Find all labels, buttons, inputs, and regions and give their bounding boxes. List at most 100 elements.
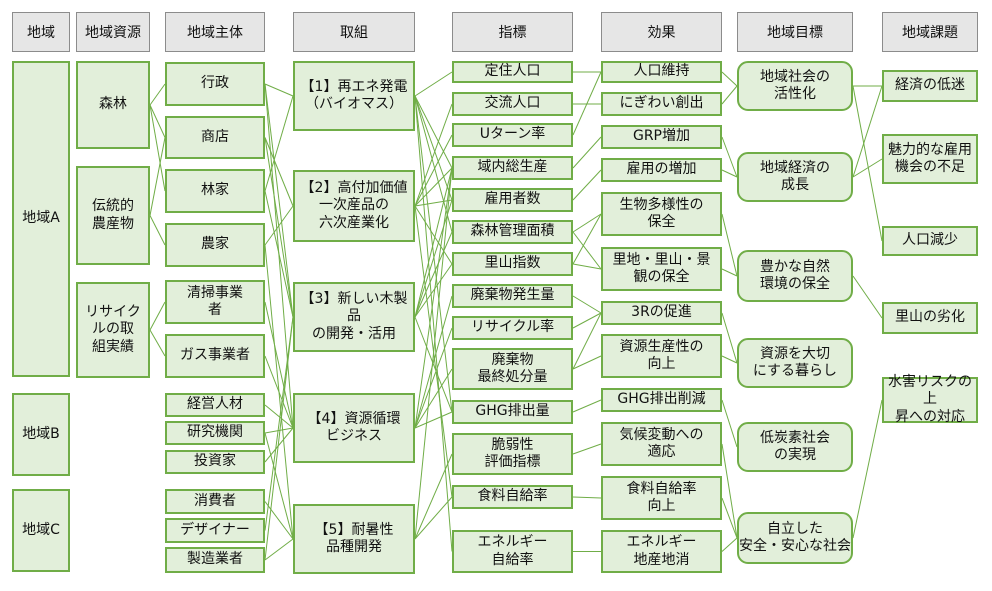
connector-line [414, 95, 453, 413]
indicator-food-self-sufficiency: 食料自給率 [452, 485, 573, 509]
issue-flood-risk: 水害リスクの上 昇への対応 [882, 374, 978, 425]
connector-line [721, 443, 738, 539]
actor-government: 行政 [165, 62, 265, 106]
header-initiatives: 取組 [293, 12, 415, 52]
effect-resource-productivity: 資源生産性の 向上 [601, 334, 722, 378]
connector-line [721, 268, 738, 277]
goal-nature-conservation: 豊かな自然 環境の保全 [737, 250, 853, 302]
region-a: 地域A [12, 61, 70, 377]
resource-traditional-crops: 伝統的 農産物 [76, 166, 150, 265]
actor-research: 研究機関 [165, 421, 265, 445]
initiative-4: 【4】資源循環 ビジネス [293, 393, 415, 463]
indicator-uturn-rate: Uターン率 [452, 123, 573, 147]
header-resources: 地域資源 [76, 12, 150, 52]
connector-line [149, 104, 166, 138]
connector-line [572, 312, 602, 370]
connector-line [414, 231, 453, 318]
connector-line [264, 355, 294, 429]
indicator-grp: 域内総生産 [452, 156, 573, 180]
effect-climate-adaptation: 気候変動への 適応 [601, 422, 722, 466]
connector-line [572, 295, 602, 314]
issue-satoyama-degradation: 里山の劣化 [882, 302, 978, 334]
connector-line [264, 95, 294, 192]
indicator-vulnerability: 脆弱性 評価指標 [452, 433, 573, 475]
connector-line [264, 190, 294, 318]
connector-line [414, 295, 453, 429]
effect-grp-increase: GRP増加 [601, 125, 722, 149]
connector-line [414, 95, 453, 201]
connector-line [572, 355, 602, 370]
connector-line [852, 85, 883, 178]
goal-economic-growth: 地域経済の 成長 [737, 152, 853, 202]
connector-line [414, 327, 453, 429]
connector-line [572, 263, 602, 270]
connector-line [264, 137, 294, 207]
connector-line [852, 85, 883, 242]
effect-satochi-conservation: 里地・里山・景 観の保全 [601, 247, 722, 291]
connector-line [852, 399, 883, 539]
actor-shops: 商店 [165, 116, 265, 159]
region-c: 地域C [12, 489, 70, 572]
connector-line [414, 199, 453, 318]
connector-line [572, 312, 602, 329]
connector-line [414, 263, 453, 318]
header-issues: 地域課題 [882, 12, 978, 52]
connector-line [414, 368, 453, 429]
actor-forestry: 林家 [165, 169, 265, 213]
initiative-1: 【1】再エネ発電 （バイオマス） [293, 61, 415, 131]
connector-line [264, 538, 294, 561]
connector-line [414, 316, 453, 413]
connector-line [264, 404, 294, 429]
connector-line [264, 427, 294, 463]
region-b: 地域B [12, 393, 70, 476]
initiative-3: 【3】新しい木製品 の開発・活用 [293, 282, 415, 352]
connector-line [264, 427, 294, 434]
effect-food-self-sufficiency: 食料自給率 向上 [601, 476, 722, 520]
connector-line [572, 496, 602, 499]
actor-investors: 投資家 [165, 450, 265, 474]
connector-line [572, 71, 602, 136]
issue-economic-slump: 経済の低迷 [882, 70, 978, 102]
connector-line [264, 137, 294, 318]
indicator-ghg: GHG排出量 [452, 400, 573, 424]
connector-line [264, 316, 294, 531]
connector-line [572, 443, 602, 455]
connector-line [852, 158, 883, 178]
connector-line [721, 537, 738, 552]
connector-line [721, 85, 738, 105]
indicator-exchange-population: 交流人口 [452, 92, 573, 116]
indicator-final-disposal: 廃棄物 最終処分量 [452, 348, 573, 390]
connector-line [414, 167, 453, 540]
connector-line [721, 136, 738, 178]
effect-population-maintenance: 人口維持 [601, 61, 722, 83]
connector-line [414, 71, 453, 97]
header-effects: 効果 [601, 12, 722, 52]
indicator-energy-self-sufficiency: エネルギー 自給率 [452, 530, 573, 573]
connector-line [572, 169, 602, 201]
resource-forest: 森林 [76, 61, 150, 149]
effect-3r: 3Rの促進 [601, 301, 722, 325]
connector-line [414, 411, 453, 429]
effect-biodiversity: 生物多様性の 保全 [601, 192, 722, 236]
connector-line [414, 167, 453, 207]
header-indicators: 指標 [452, 12, 573, 52]
header-goals: 地域目標 [737, 12, 853, 52]
connector-line [721, 169, 738, 178]
connector-line [721, 71, 738, 87]
connector-line [414, 167, 453, 429]
actor-gas: ガス事業者 [165, 334, 265, 378]
connector-line [414, 167, 453, 318]
actor-farmers: 農家 [165, 223, 265, 267]
connector-line [264, 83, 294, 97]
effect-local-energy: エネルギー 地産地消 [601, 530, 722, 573]
connector-line [414, 199, 453, 207]
connector-line [572, 136, 602, 169]
initiative-2: 【2】高付加価値 一次産品の 六次産業化 [293, 170, 415, 242]
connector-line [414, 205, 453, 265]
connector-line [414, 95, 453, 169]
goal-low-carbon: 低炭素社会 の実現 [737, 422, 853, 472]
connector-line [264, 501, 294, 540]
connector-line [149, 83, 166, 106]
effect-liveliness: にぎわい創出 [601, 92, 722, 116]
